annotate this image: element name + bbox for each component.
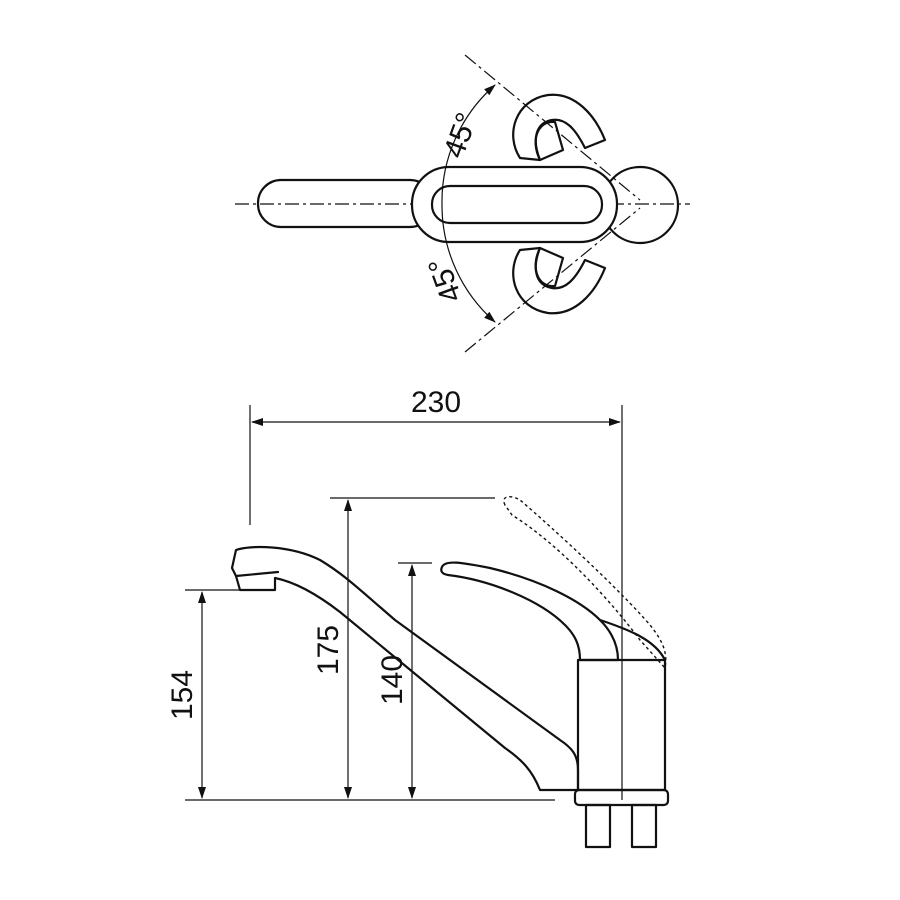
lower-angle-axis	[464, 207, 641, 353]
base-ring	[573, 788, 670, 807]
lever-slot	[430, 184, 604, 225]
upper-angle-arc	[441, 84, 496, 206]
spout-height-label: 154	[166, 670, 199, 720]
lever-cap	[598, 618, 667, 662]
lever-body-top	[410, 165, 619, 244]
lever-height-label: 140	[376, 655, 409, 705]
spout-tip-line	[234, 570, 280, 578]
spout-side	[230, 545, 580, 792]
top-view: 45° 45°	[235, 54, 690, 353]
side-view: 230 154 175 140	[166, 386, 670, 849]
supply-pipe-right	[630, 803, 658, 849]
angle-label-upper: 45°	[438, 108, 485, 162]
lever-handle	[440, 561, 620, 662]
lever-lower-position	[512, 246, 607, 315]
lower-angle-arc	[441, 204, 496, 323]
width-dimension-label: 230	[411, 386, 461, 419]
total-height-label: 175	[312, 625, 345, 675]
lever-upper-position	[512, 93, 607, 162]
supply-pipe-left	[584, 803, 612, 849]
lever-raised-position	[503, 496, 667, 670]
upper-angle-axis	[464, 54, 641, 201]
angle-label-lower: 45°	[422, 253, 469, 307]
